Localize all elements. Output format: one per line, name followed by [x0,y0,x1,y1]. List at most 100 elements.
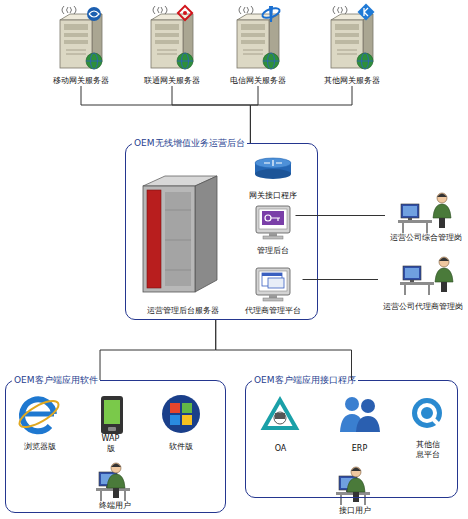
phone-key [108,427,116,431]
group-heading: OEM客户端应用接口程序 [252,374,358,386]
quicktime-icon [412,398,442,428]
node-label: 终端用户 [99,501,131,511]
phone-screen [104,400,120,424]
windows-icon [162,395,200,433]
router-base [255,169,291,179]
ie-orbit [16,396,62,432]
unicom-logo-mark [183,11,187,15]
node-label: WAP 版 [100,434,122,454]
node-label: 网关接口程序 [249,191,297,201]
connector-line [172,86,250,143]
other-logo-mark [364,8,368,16]
connector-line [250,86,352,143]
qt-orb [412,398,442,428]
group-heading: OEM无线增值业务运营后台 [132,137,247,149]
connector-line [296,215,386,216]
key-symbol [265,215,271,221]
oa-device [274,412,286,424]
monitor-icon [256,268,290,301]
person [433,193,451,228]
monitor [256,206,290,239]
node-label: 运营管理后台服务器 [147,306,219,316]
icon-node: 管理后台 [250,204,296,256]
router-icon [255,158,291,179]
monitor [256,268,290,301]
icon-node: 移动网关服务器 [36,2,126,86]
windows-orb [162,395,200,433]
unicom-logo [178,6,192,20]
node-label: 管理后台 [257,246,289,256]
qt-tail [432,418,438,424]
group-box: OEM客户端应用软件浏览器版WAP 版软件版终端用户 [5,380,226,513]
browser-icon [16,396,62,432]
node-label: 其他信息平台 [415,440,441,460]
icon-node: ERP [335,394,385,454]
node-label: 代理商管理平台 [245,306,301,316]
group-heading: OEM客户端应用软件 [12,374,100,386]
icon-node: 代理商管理平台 [243,266,303,316]
windows-pane [182,403,192,413]
oa-icon [264,400,296,428]
icon-node: 联通网关服务器 [127,2,217,86]
operator-icon [400,257,453,295]
cabinet-panel [165,192,191,286]
gateway-server [151,6,193,69]
cabinet-door [147,190,161,288]
node-label: 运营公司代理商管理岗 [383,302,463,312]
node-label: OA [275,444,287,454]
mobile-logo [87,7,101,21]
icon-node: 接口用户 [320,458,390,516]
telecom-logo-mark [269,6,273,22]
oa-triangle [264,400,296,428]
node-label: 其他网关服务器 [324,76,380,86]
erp-head [361,399,375,413]
operator-icon [398,193,451,233]
server-icon [331,4,374,69]
icon-node: WAP 版 [90,394,132,454]
group-box: OEM无线增值业务运营后台运营管理后台服务器网关接口程序管理后台代理商管理平台 [125,143,318,320]
interface-user-icon [336,467,370,505]
icon-node: OA [258,396,304,454]
connector-line [303,279,379,280]
node-label: ERP [352,444,367,454]
connector-line [100,320,216,380]
router-arrows [264,160,282,166]
cabinet-line [165,210,191,211]
router-top [255,158,291,168]
cabinet-server [143,176,217,292]
icon-node: 运营公司代理商管理岗 [378,254,468,312]
icon-node: 其他网关服务器 [307,2,397,86]
gateway-server [331,6,373,69]
key-symbol [271,218,280,221]
other-logo [358,4,375,21]
icon-node: 网关接口程序 [243,155,303,201]
windows-pane [170,403,180,413]
icon-node: 软件版 [155,394,207,452]
erp-head [345,397,359,411]
node-label: 移动网关服务器 [53,76,109,86]
oa-device [275,413,285,419]
server-icon [60,6,102,69]
erp-icon [340,397,380,432]
desk [400,266,434,295]
icon-node: 运营管理后台服务器 [130,180,236,316]
icon-node: 其他信息平台 [405,394,451,460]
desk [398,204,432,233]
node-label: 浏览器版 [24,442,56,452]
connector-line [216,320,352,380]
end-user-icon [96,463,130,501]
cabinet-front [143,186,195,292]
window-bar [262,273,282,276]
cabinet-side [195,176,217,292]
node-label: 软件版 [169,442,193,452]
connector-line [250,86,258,143]
icon-node: 终端用户 [80,458,150,511]
icon-node: 浏览器版 [15,394,65,452]
gateway-server [60,6,102,69]
icon-node: 电信网关服务器 [213,2,303,86]
key-screen [262,211,284,225]
windows-pane [170,415,180,425]
mobile-logo-mark [89,11,99,17]
monitor-icon [256,206,290,239]
